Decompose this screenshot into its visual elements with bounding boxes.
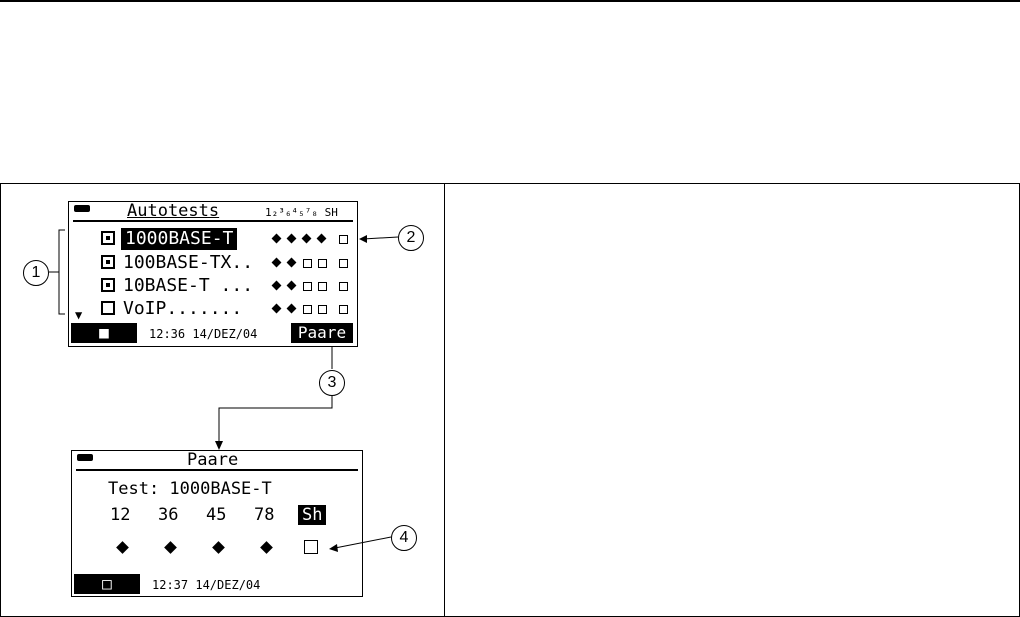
- screen-title: Autotests: [127, 201, 220, 221]
- empty-icon: [339, 282, 348, 291]
- pair-label: 12: [110, 505, 131, 525]
- test-checkbox[interactable]: [101, 301, 115, 315]
- pair-label: 45: [206, 505, 227, 525]
- leader-lines: [49, 229, 399, 552]
- empty-icon: [318, 282, 327, 291]
- title-rule: [76, 469, 358, 471]
- title-rule: [73, 220, 353, 222]
- empty-icon: [304, 540, 318, 554]
- callout-1: 1: [23, 260, 49, 286]
- test-label: 100BASE-TX..: [123, 252, 254, 273]
- pair-label: 36: [158, 505, 179, 525]
- pair-label: Sh: [298, 505, 327, 525]
- test-checkbox[interactable]: [101, 255, 115, 269]
- empty-icon: [318, 259, 327, 268]
- empty-icon: [339, 305, 348, 314]
- datetime: 12:36 14/DEZ/04: [149, 327, 258, 341]
- pair-label: 78: [254, 505, 275, 525]
- test-label: 1000BASE-T: [121, 228, 238, 250]
- datetime: 12:37 14/DEZ/04: [152, 578, 261, 592]
- column-divider: [444, 184, 445, 616]
- battery-icon: [74, 205, 90, 212]
- screen-title: Paare: [187, 450, 239, 470]
- empty-icon: [339, 235, 348, 244]
- empty-icon: [303, 259, 312, 268]
- pairs-softkey[interactable]: Paare: [291, 323, 353, 343]
- battery-icon: [77, 454, 93, 461]
- test-checkbox[interactable]: [101, 231, 115, 245]
- test-label: 10BASE-T ...: [123, 275, 254, 296]
- empty-icon: [303, 282, 312, 291]
- callout-2: 2: [398, 225, 424, 251]
- callout-4: 4: [391, 525, 417, 551]
- test-label: Test: 1000BASE-T: [108, 479, 272, 499]
- callout-3: 3: [319, 370, 345, 396]
- empty-icon: [303, 305, 312, 314]
- scroll-down-icon[interactable]: ▼: [75, 308, 83, 322]
- pin-header: 1₂³₆⁴₅⁷₈ SH: [265, 206, 338, 219]
- test-checkbox[interactable]: [101, 278, 115, 292]
- pairs-screen: Paare Test: 1000BASE-T 12 36 45 78 Sh □ 12:3…: [71, 450, 363, 597]
- stop-softkey[interactable]: ■: [71, 323, 137, 343]
- empty-icon: [339, 259, 348, 268]
- test-label: VoIP.......: [123, 298, 243, 319]
- empty-icon: [318, 305, 327, 314]
- top-rule: [0, 0, 1020, 2]
- stop-softkey[interactable]: □: [74, 574, 140, 594]
